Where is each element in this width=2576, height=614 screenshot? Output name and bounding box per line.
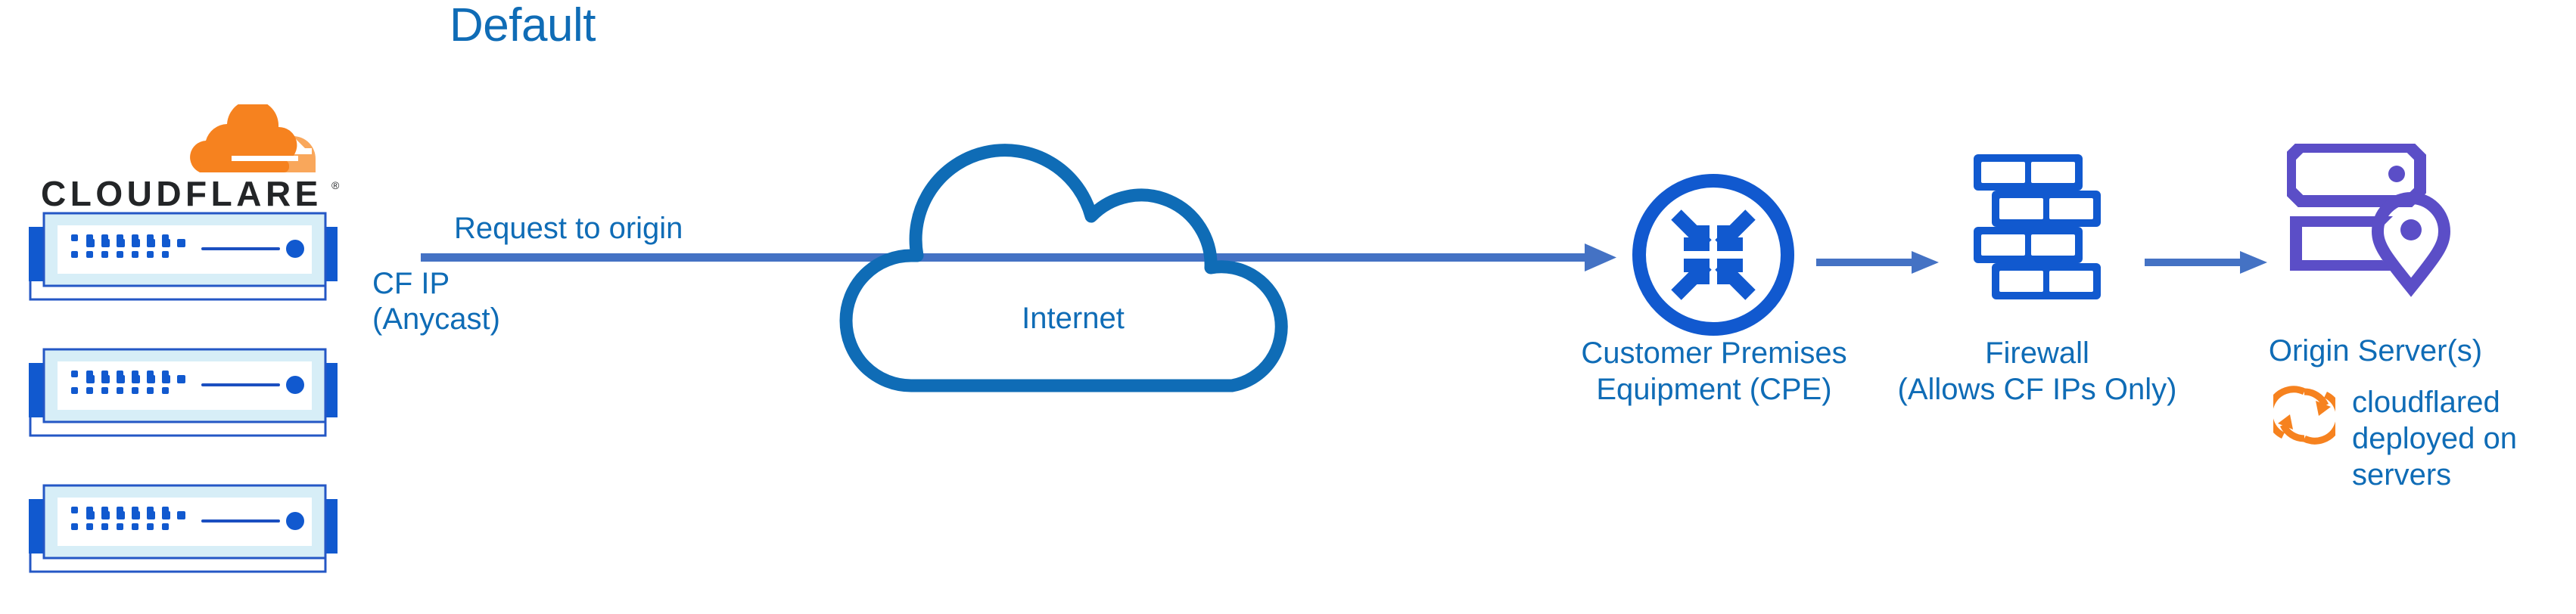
cpe-label-line-2: Equipment (CPE) [1596,373,1832,406]
cloud-icon [838,112,1308,393]
cloudflare-server-1 [29,212,354,310]
router-icon [1631,172,1796,337]
request-flow-arrow [421,240,1616,275]
firewall-label: Firewall (Allows CF IPs Only) [1856,335,2219,408]
cloudflare-server-2 [29,348,354,446]
cloudflare-logo: CLOUDFLARE ® [39,104,342,215]
firewall-label-line-2: (Allows CF IPs Only) [1897,373,2177,406]
sync-arrows-icon [2273,384,2335,446]
brick-wall-icon [1960,151,2114,302]
request-to-origin-label: Request to origin [454,212,683,245]
svg-text:CLOUDFLARE: CLOUDFLARE [41,174,322,213]
internet-label: Internet [1022,302,1125,335]
arrow-firewall-to-origin [2145,250,2267,275]
svg-text:®: ® [331,179,340,191]
cpe-label-line-1: Customer Premises [1581,336,1847,370]
cloudflared-line-3: servers [2352,458,2452,492]
origin-server-label: Origin Server(s) [2268,334,2483,367]
firewall-label-line-1: Firewall [1985,336,2089,370]
cf-ip-anycast-label: CF IP (Anycast) [372,266,500,337]
cloudflared-note: cloudflared deployed on servers [2352,384,2517,493]
arrow-cpe-to-firewall [1816,250,1939,275]
page-title: Default [450,0,596,51]
cpe-label: Customer Premises Equipment (CPE) [1525,335,1903,408]
server-rack-location-icon [2287,144,2462,301]
cloudflared-line-2: deployed on [2352,422,2517,455]
cloudflared-line-1: cloudflared [2352,386,2500,419]
cf-ip-line-2: (Anycast) [372,302,500,336]
cloudflare-server-3 [29,484,354,582]
cf-ip-line-1: CF IP [372,267,450,300]
